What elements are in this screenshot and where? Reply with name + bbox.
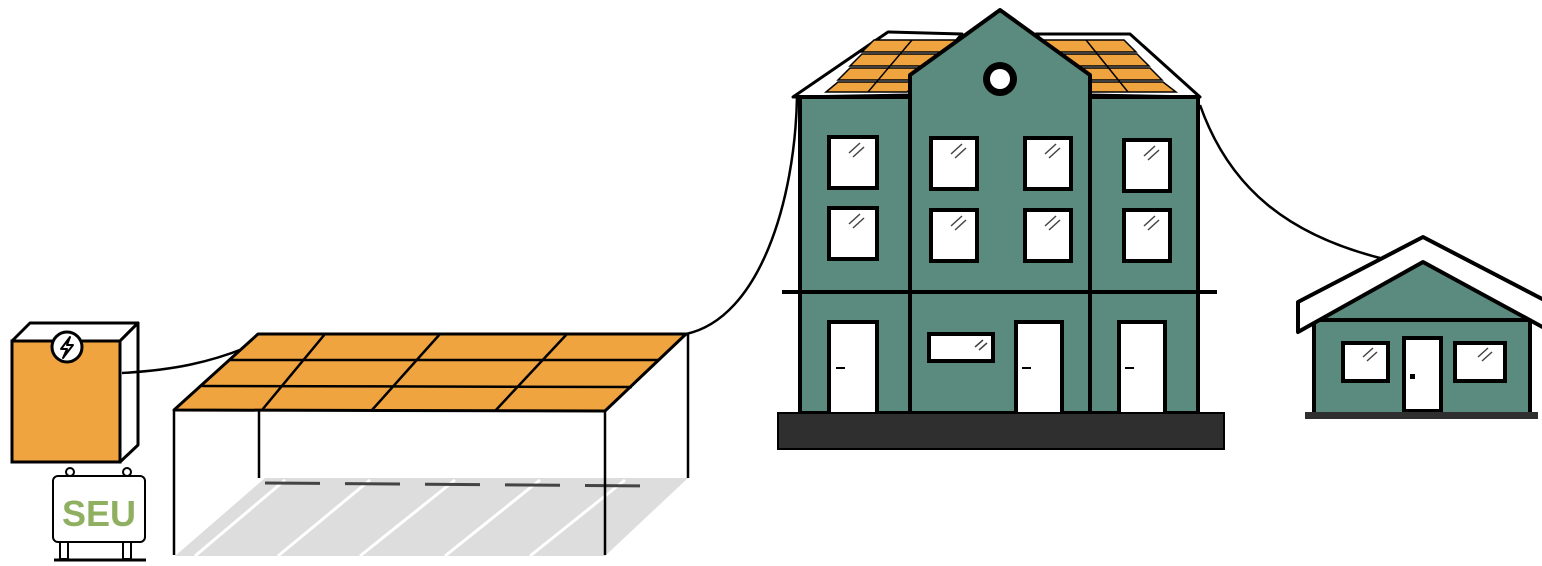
apartment-building-icon [778,10,1224,449]
lightning-bolt-icon [52,332,82,362]
solar-carport-icon [174,334,688,556]
seu-label: SEU [62,493,136,534]
seu-meter-sign: SEU [53,468,146,560]
battery-icon [12,323,138,462]
house-icon [1298,237,1542,419]
